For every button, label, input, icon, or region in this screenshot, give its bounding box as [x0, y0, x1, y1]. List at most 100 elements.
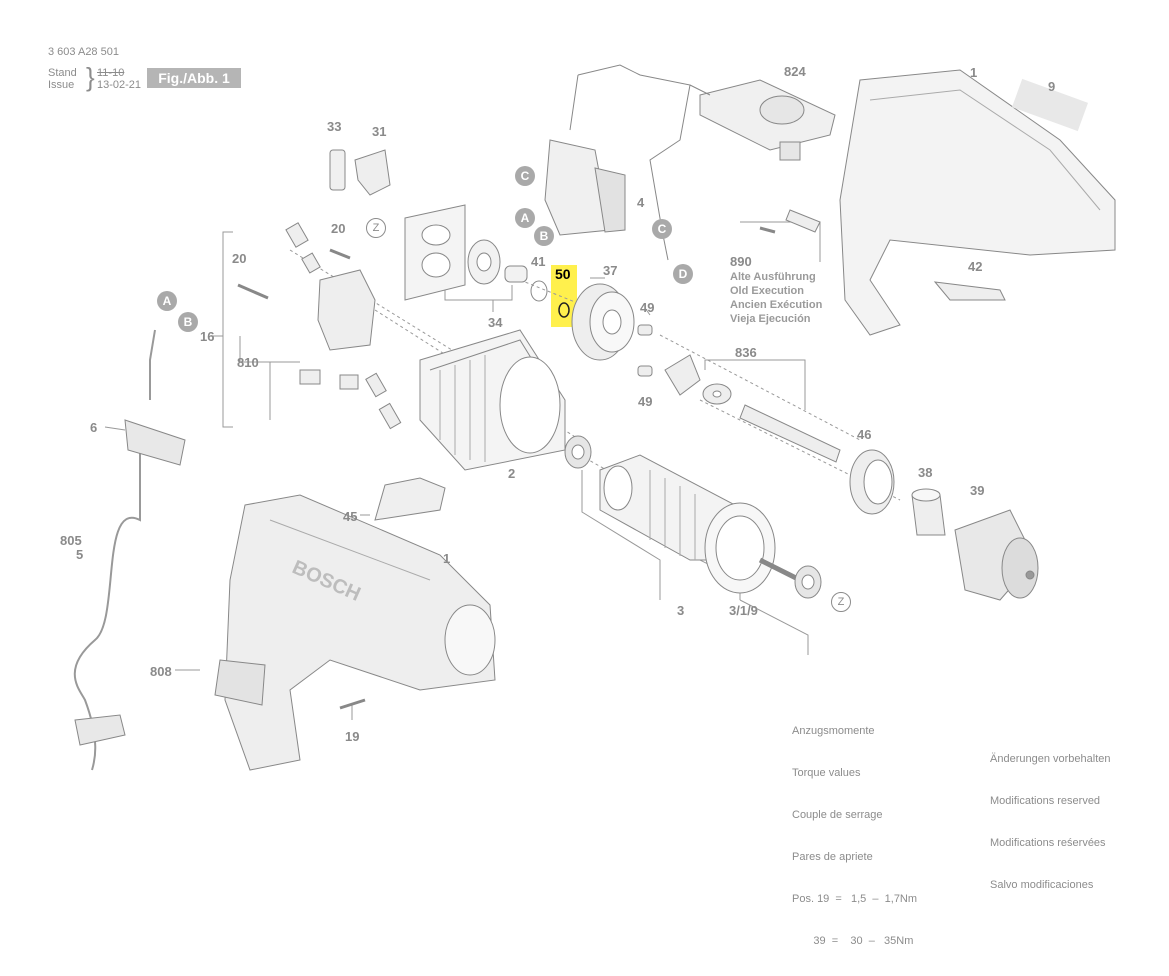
label-part-3-1-9: 3/1/9 — [729, 603, 758, 618]
pin-part-49a — [637, 324, 653, 336]
modifications-en: Modifications reserved — [990, 795, 1101, 807]
connector-b-switch: B — [534, 226, 554, 246]
old-execution-en: Old Execution — [730, 285, 804, 297]
power-cable-part-805 — [73, 329, 156, 771]
figure-label: Fig./Abb. 1 — [147, 68, 241, 88]
label-part-19: 19 — [345, 729, 360, 744]
circlip-part-50 — [558, 302, 570, 318]
connector-z-plate: Z — [366, 218, 386, 238]
label-part-42: 42 — [968, 259, 983, 274]
label-part-50: 50 — [555, 266, 571, 282]
gear-part-37 — [571, 283, 635, 361]
label-part-41: 41 — [531, 254, 546, 269]
sleeve-part-38 — [911, 488, 946, 536]
plate-part-45 — [374, 477, 446, 521]
fan-part-34 — [467, 239, 528, 285]
label-part-37: 37 — [603, 263, 618, 278]
label-part-16: 16 — [200, 329, 215, 344]
modifications-block: Änderungen vorbehalten Modifications res… — [990, 724, 1110, 920]
bracket-810 — [239, 336, 271, 420]
label-part-31: 31 — [372, 124, 387, 139]
modifications-de: Änderungen vorbehalten — [990, 753, 1111, 765]
brush-holder-part-810 — [285, 222, 402, 430]
torque-fr: Couple de serrage — [792, 809, 883, 821]
label-part-4: 4 — [637, 195, 645, 210]
spindle-part-836 — [664, 354, 841, 463]
torque-pos-19: Pos. 19 = 1,5 – 1,7Nm — [792, 893, 918, 905]
label-part-34: 34 — [488, 315, 503, 330]
torque-en: Torque values — [792, 767, 861, 779]
parts-drawing — [73, 64, 1116, 771]
old-execution-fr: Ancien Exécution — [730, 299, 823, 311]
torque-de: Anzugsmomente — [792, 725, 875, 737]
old-execution-de: Alte Ausführung — [730, 271, 816, 283]
old-execution-es: Vieja Ejecución — [730, 313, 811, 325]
plate-part-z — [404, 204, 466, 301]
clip-part-890 — [759, 209, 821, 234]
exploded-parts-diagram: 3 603 A28 501 Stand Issue } 11-10 13-02-… — [48, 46, 1116, 947]
label-part-38: 38 — [918, 465, 933, 480]
screw-part-19 — [339, 698, 366, 710]
label-part-20-upper: 20 — [331, 221, 346, 236]
stator-part-2 — [419, 329, 566, 471]
armature-part-3 — [599, 454, 802, 594]
label-part-3: 3 — [677, 603, 685, 618]
label-part-824: 824 — [784, 64, 806, 79]
cover-part-33 — [329, 149, 346, 191]
label-part-39: 39 — [970, 483, 985, 498]
label-part-49-lower: 49 — [638, 394, 653, 409]
label-part-836: 836 — [735, 345, 757, 360]
label-part-9: 9 — [1048, 79, 1056, 94]
issue-label: Issue — [48, 79, 75, 91]
chuck-part-39 — [954, 509, 1039, 601]
label-part-805: 805 — [60, 533, 82, 548]
label-part-46: 46 — [857, 427, 872, 442]
screw-part-20b — [329, 248, 351, 260]
document-number: 3 603 A28 501 — [48, 46, 119, 58]
torque-values-block: Anzugsmomente Torque values Couple de se… — [792, 696, 917, 976]
bracket-16 — [222, 231, 233, 428]
switch-part-4 — [544, 139, 626, 236]
ball-bearing-rear — [794, 565, 822, 599]
new-date: 13-02-21 — [97, 79, 142, 91]
stand-label: Stand — [48, 67, 77, 79]
ball-bearing-front — [564, 435, 592, 469]
plug-icon — [74, 714, 126, 746]
connector-b-cable: B — [178, 312, 198, 332]
connector-c-switch: C — [515, 166, 535, 186]
old-execution-note: Alte Ausführung Old Execution Ancien Exé… — [730, 270, 822, 326]
label-part-1-top: 1 — [970, 65, 978, 80]
connector-a-cable: A — [157, 291, 177, 311]
label-part-5: 5 — [76, 547, 84, 562]
torque-pos-39: 39 = 30 – 35Nm — [792, 935, 914, 947]
cover-part-31 — [354, 149, 391, 196]
label-part-890: 890 — [730, 254, 752, 269]
old-date: 11-10 — [97, 67, 125, 79]
screw-part-20a — [237, 283, 269, 300]
modifications-fr: Modifications reśervées — [990, 837, 1106, 849]
torque-es: Pares de apriete — [792, 851, 873, 863]
connector-d-wire: D — [673, 264, 693, 284]
label-part-808: 808 — [150, 664, 172, 679]
connector-c-wire: C — [652, 219, 672, 239]
bearing-housing-part-46 — [849, 449, 895, 515]
connector-z-bearing: Z — [831, 592, 851, 612]
pin-part-49b — [637, 365, 653, 377]
label-part-6: 6 — [90, 420, 98, 435]
label-part-20-lower: 20 — [232, 251, 247, 266]
label-part-45: 45 — [343, 509, 358, 524]
speed-control-part-824 — [699, 79, 836, 161]
modifications-es: Salvo modificaciones — [990, 879, 1094, 891]
label-part-810: 810 — [237, 355, 259, 370]
connector-a-switch: A — [515, 208, 535, 228]
drill-housing-part-1-bottom — [214, 494, 496, 771]
latch-part-42 — [933, 281, 1006, 301]
label-part-1-bottom: 1 — [443, 551, 451, 566]
label-part-33: 33 — [327, 119, 342, 134]
brace-icon: } — [86, 62, 95, 92]
label-part-2: 2 — [508, 466, 516, 481]
housing-half-part-1-top — [839, 69, 1116, 336]
wiring-harness — [569, 64, 711, 231]
label-part-49-upper: 49 — [640, 300, 655, 315]
ring-part-41 — [530, 280, 548, 302]
